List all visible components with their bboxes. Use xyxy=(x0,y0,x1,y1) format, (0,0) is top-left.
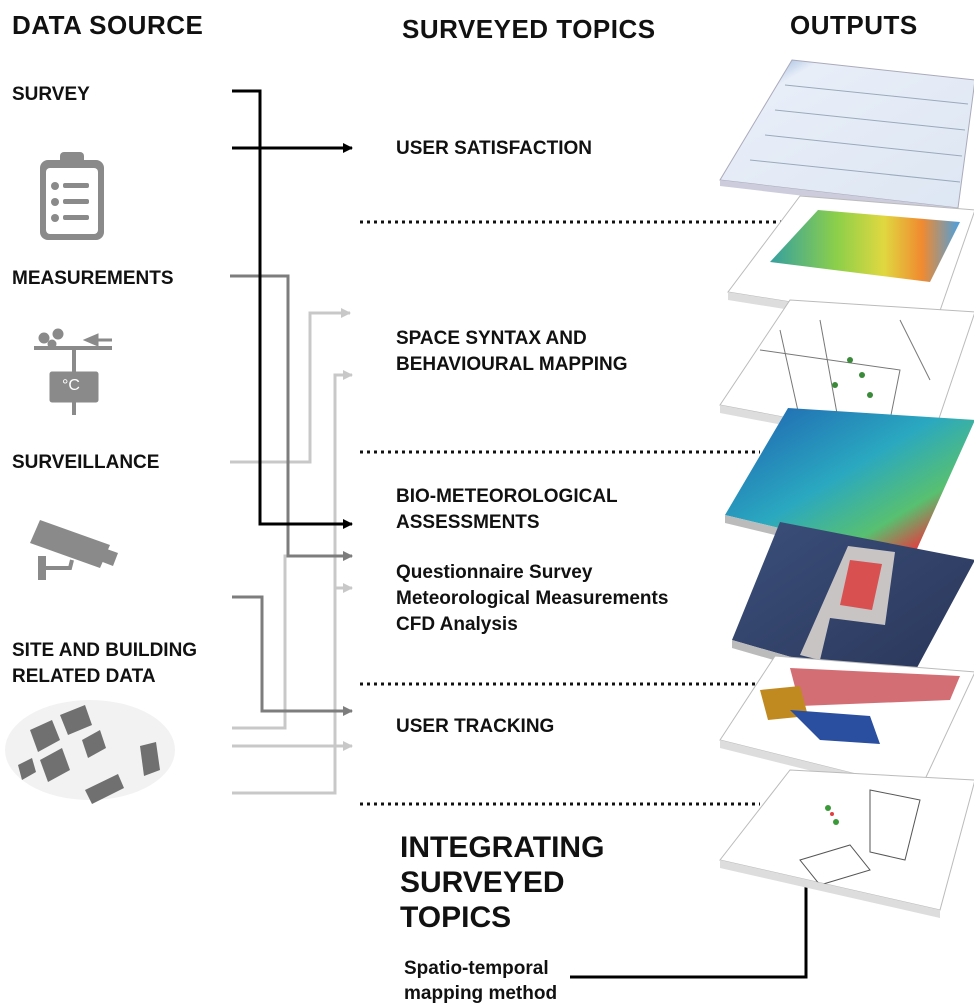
black-arrow-spatio xyxy=(570,863,811,979)
source-measurements: MEASUREMENTS xyxy=(12,268,174,289)
spatio-line2: mapping method xyxy=(404,983,558,1004)
source-survey: SURVEY xyxy=(12,84,90,105)
separator-lines xyxy=(360,220,795,806)
output-layer-integrated-map xyxy=(719,769,974,918)
topic-space-syntax-line2: BEHAVIOURAL MAPPING xyxy=(396,354,628,375)
header-data-source: DATA SOURCE xyxy=(12,10,204,40)
bio-method-1: Questionnaire Survey xyxy=(396,562,593,583)
black-connectors xyxy=(232,89,811,979)
header-outputs: OUTPUTS xyxy=(790,10,918,40)
topic-bio-line2: ASSESSMENTS xyxy=(396,512,540,533)
source-surveillance: SURVEILLANCE xyxy=(12,452,160,473)
source-site-line2: RELATED DATA xyxy=(12,666,156,687)
weather-unit-label: °C xyxy=(62,377,80,394)
clipboard-icon xyxy=(40,152,104,240)
topic-user-tracking: USER TRACKING xyxy=(396,716,555,737)
output-layer-satisfaction-table xyxy=(719,59,974,214)
integrating-line3: TOPICS xyxy=(400,901,512,934)
output-layer-heatmap xyxy=(727,195,974,333)
topic-bio-line1: BIO-METEOROLOGICAL xyxy=(396,486,618,507)
security-camera-icon xyxy=(30,520,118,580)
buildings-icon xyxy=(5,700,175,804)
source-site-line1: SITE AND BUILDING xyxy=(12,640,198,661)
topic-space-syntax-line1: SPACE SYNTAX AND xyxy=(396,328,587,349)
light-line-bio-2 xyxy=(232,586,352,795)
integrating-line2: SURVEYED xyxy=(400,866,565,899)
light-arrow-space-syntax-2 xyxy=(333,370,353,588)
integrating-line1: INTEGRATING xyxy=(400,831,605,864)
dark-arrow-tracking xyxy=(232,595,353,716)
header-surveyed-topics: SURVEYED TOPICS xyxy=(402,14,656,44)
black-arrow-bio xyxy=(232,89,353,529)
bio-method-2: Meteorological Measurements xyxy=(396,588,669,609)
light-arrow-space-syntax-1 xyxy=(230,308,351,464)
spatio-line1: Spatio-temporal xyxy=(404,958,549,979)
topic-user-satisfaction: USER SATISFACTION xyxy=(396,138,592,159)
light-connectors xyxy=(230,308,353,795)
bio-method-3: CFD Analysis xyxy=(396,614,518,635)
weather-station-icon xyxy=(34,328,112,415)
